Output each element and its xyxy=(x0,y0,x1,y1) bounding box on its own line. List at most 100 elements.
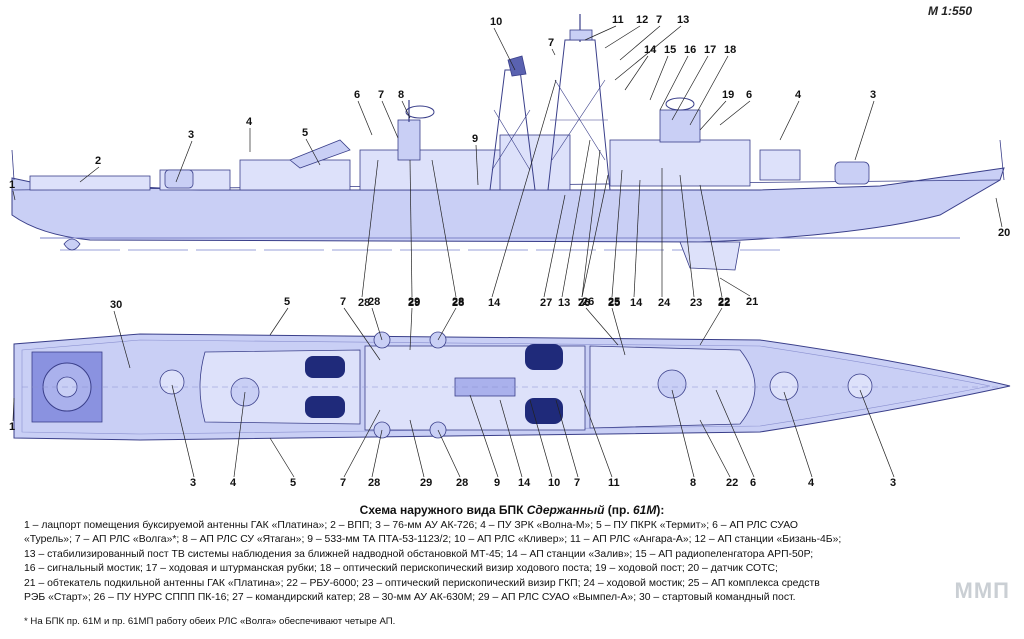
plan-leader-line xyxy=(171,384,195,478)
plan-callout-3: 3 xyxy=(890,477,896,489)
profile-callout-7: 7 xyxy=(378,89,384,101)
profile-callout-28: 28 xyxy=(358,297,370,309)
profile-callout-11: 11 xyxy=(612,14,624,26)
profile-callout-8: 8 xyxy=(398,89,404,101)
aft-launcher-port xyxy=(305,356,345,378)
helideck-superstructure xyxy=(29,175,151,191)
legend-line: 21 – обтекатель подкильной антенны ГАК «… xyxy=(24,577,820,589)
profile-leader-line xyxy=(614,25,682,81)
plan-leader-line xyxy=(12,397,15,422)
profile-leader-line xyxy=(551,48,556,56)
plan-leader-line xyxy=(671,389,695,478)
profile-callout-4: 4 xyxy=(246,116,253,128)
plan-leader-line xyxy=(343,307,381,361)
profile-callout-24: 24 xyxy=(658,297,671,309)
profile-callout-6: 6 xyxy=(746,89,752,101)
profile-leader-line xyxy=(689,55,729,126)
caption-ship-name: Сдержанный xyxy=(526,503,605,517)
profile-leader-line xyxy=(305,138,321,166)
profile-leader-line xyxy=(633,179,641,298)
sonar-dome xyxy=(679,241,741,271)
caption-suffix-close: ): xyxy=(656,503,665,517)
plan-callout-14: 14 xyxy=(518,477,531,489)
plan-callout-29: 29 xyxy=(408,296,420,308)
aft-missile-launchers xyxy=(289,139,351,169)
plan-callout-5: 5 xyxy=(290,477,296,489)
plan-callout-5: 5 xyxy=(284,296,290,308)
profile-callout-7: 7 xyxy=(656,14,662,26)
profile-callout-14: 14 xyxy=(644,44,657,56)
plan-callout-22: 22 xyxy=(726,477,738,489)
watermark: ММП xyxy=(954,578,1010,603)
profile-leader-line xyxy=(581,149,601,298)
profile-leader-line xyxy=(381,100,399,139)
plan-leader-line xyxy=(859,389,895,478)
caption-prefix: Схема наружного вида БПК xyxy=(359,503,527,517)
legend-line: РЭБ «Старт»; 26 – ПУ НУРС СППП ПК-16; 27… xyxy=(24,592,796,604)
profile-leader-line xyxy=(12,190,16,201)
plan-callout-25: 25 xyxy=(608,296,620,308)
profile-callout-19: 19 xyxy=(722,89,734,101)
plan-callout-4: 4 xyxy=(230,477,237,489)
profile-leader-line xyxy=(679,174,695,298)
callout-lines xyxy=(12,25,1003,478)
legend-line: 1 – лацпорт помещения буксируемой антенн… xyxy=(24,520,798,531)
profile-callout-29: 29 xyxy=(408,297,420,309)
plan-leader-line xyxy=(579,389,613,478)
profile-callout-28: 28 xyxy=(452,297,464,309)
profile-leader-line xyxy=(79,166,100,183)
forward-gun-mount xyxy=(834,161,870,185)
profile-leader-line xyxy=(624,55,649,91)
profile-callout-7: 7 xyxy=(548,37,554,49)
profile-callout-10: 10 xyxy=(490,16,502,28)
plan-leader-line xyxy=(585,307,619,346)
plan-callout-1: 1 xyxy=(9,421,15,433)
profile-callout-4: 4 xyxy=(795,89,802,101)
profile-callout-16: 16 xyxy=(684,44,696,56)
profile-callout-5: 5 xyxy=(302,127,308,139)
profile-leader-line xyxy=(491,79,557,298)
profile-callout-23: 23 xyxy=(690,297,702,309)
scale-label: М 1:550 xyxy=(927,4,972,18)
plan-callout-7: 7 xyxy=(340,296,346,308)
plan-leader-line xyxy=(499,399,523,478)
plan-callout-4: 4 xyxy=(808,477,815,489)
plan-leader-line xyxy=(409,307,413,351)
plan-callout-28: 28 xyxy=(456,477,468,489)
profile-callout-20: 20 xyxy=(998,227,1010,239)
aft-gun-mount xyxy=(164,169,194,189)
caption-project: 61М xyxy=(632,503,657,517)
profile-leader-line xyxy=(619,25,661,61)
profile-leader-line xyxy=(719,100,751,126)
profile-leader-line xyxy=(361,159,379,298)
legend-line: «Турель»; 7 – АП РЛС «Волга»*; 8 – АП РЛ… xyxy=(24,534,842,546)
profile-leader-line xyxy=(779,100,800,141)
plan-leader-line xyxy=(437,429,461,478)
forward-launcher-starboard xyxy=(525,398,563,424)
plan-callout-29: 29 xyxy=(420,477,432,489)
profile-leader-line xyxy=(649,55,669,101)
plan-callout-28: 28 xyxy=(368,296,380,308)
profile-callout-13: 13 xyxy=(677,14,689,26)
profile-leader-line xyxy=(357,100,373,136)
legend-line: 16 – сигнальный мостик; 17 – ходовая и ш… xyxy=(24,563,778,575)
plan-callout-28: 28 xyxy=(452,296,464,308)
plan-callout-28: 28 xyxy=(368,477,380,489)
profile-leader-line xyxy=(659,55,689,111)
legend-line: 13 – стабилизированный пост ТВ системы н… xyxy=(24,548,814,560)
profile-leader-line xyxy=(699,100,727,131)
profile-leader-line xyxy=(604,25,641,49)
caption-suffix-open: (пр. xyxy=(604,503,633,517)
profile-leader-line xyxy=(581,174,609,298)
profile-leader-line xyxy=(584,25,617,41)
profile-callout-18: 18 xyxy=(724,44,736,56)
propeller xyxy=(63,238,81,251)
plan-leader-line xyxy=(113,310,131,369)
profile-callout-13: 13 xyxy=(558,297,570,309)
plan-callout-7: 7 xyxy=(340,477,346,489)
plan-callout-3: 3 xyxy=(190,477,196,489)
profile-callout-3: 3 xyxy=(870,89,876,101)
profile-callout-14: 14 xyxy=(630,297,643,309)
profile-leader-line xyxy=(543,194,566,298)
